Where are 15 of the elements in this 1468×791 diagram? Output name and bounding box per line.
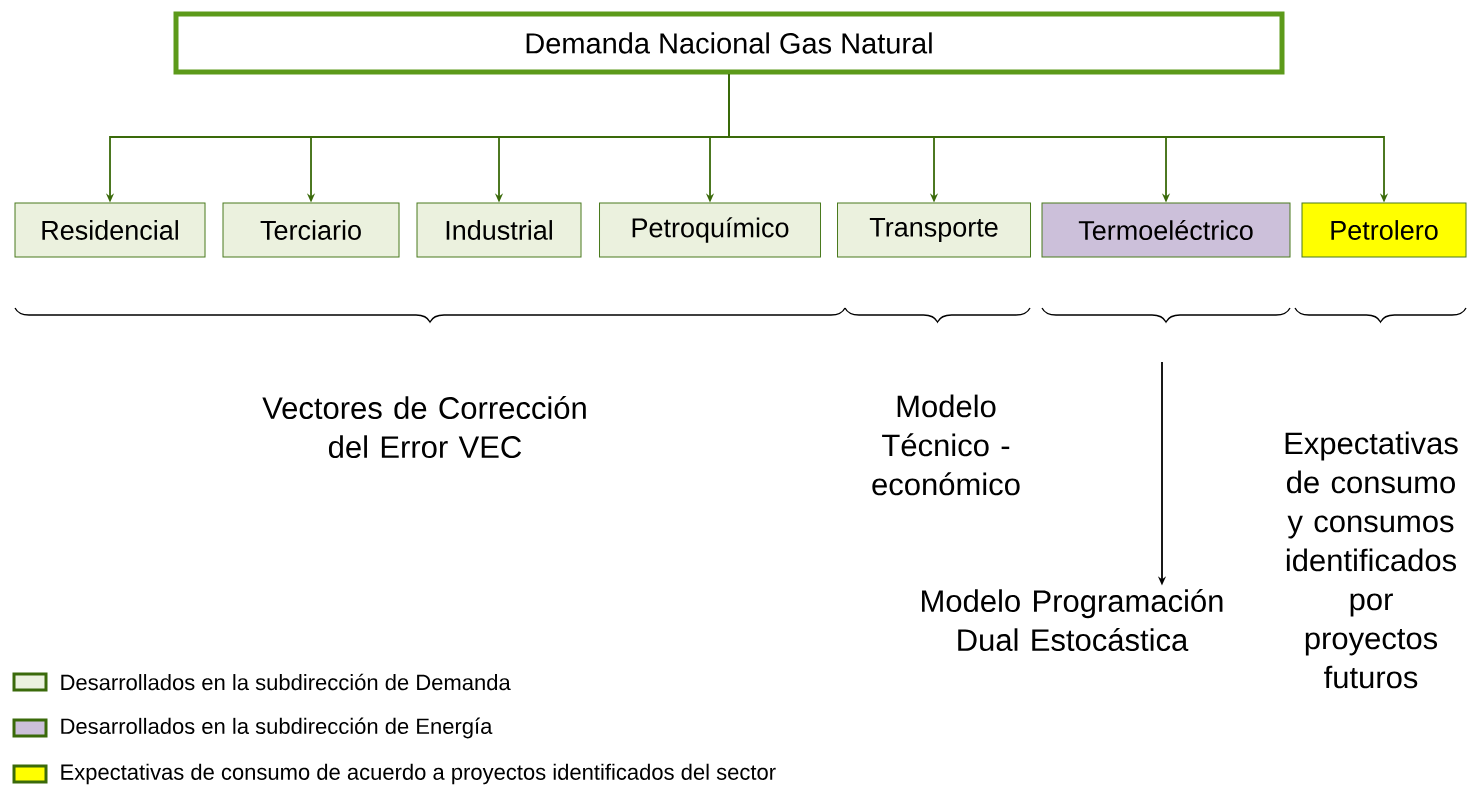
category-box: Transporte — [837, 202, 1031, 258]
category-box: Industrial — [416, 202, 582, 258]
model-label: Expectativas de consumo y consumos identificados por proyectos futuros — [1285, 431, 1458, 689]
legend-text: Expectativas de consumo de acuerdo a proyectos identificados del sector — [61, 763, 776, 785]
model-label: Vectores de Corrección del Error VEC — [262, 395, 586, 459]
legend-text: Desarrollados en la subdirección de Demanda — [61, 673, 511, 691]
category-box: Residencial — [14, 202, 206, 258]
legend-text: Desarrollados en la subdirección de Energía — [61, 717, 493, 739]
category-box: Termoeléctrico — [1041, 202, 1291, 258]
model-label: Modelo Programación Dual Estocástica — [922, 588, 1223, 652]
category-box: Petrolero — [1301, 202, 1467, 258]
title-box: Demanda Nacional Gas Natural — [173, 11, 1285, 75]
category-box: Terciario — [222, 202, 400, 258]
category-box: Petroquímico — [599, 202, 821, 258]
model-label: Modelo Técnico - económico — [872, 394, 1020, 496]
